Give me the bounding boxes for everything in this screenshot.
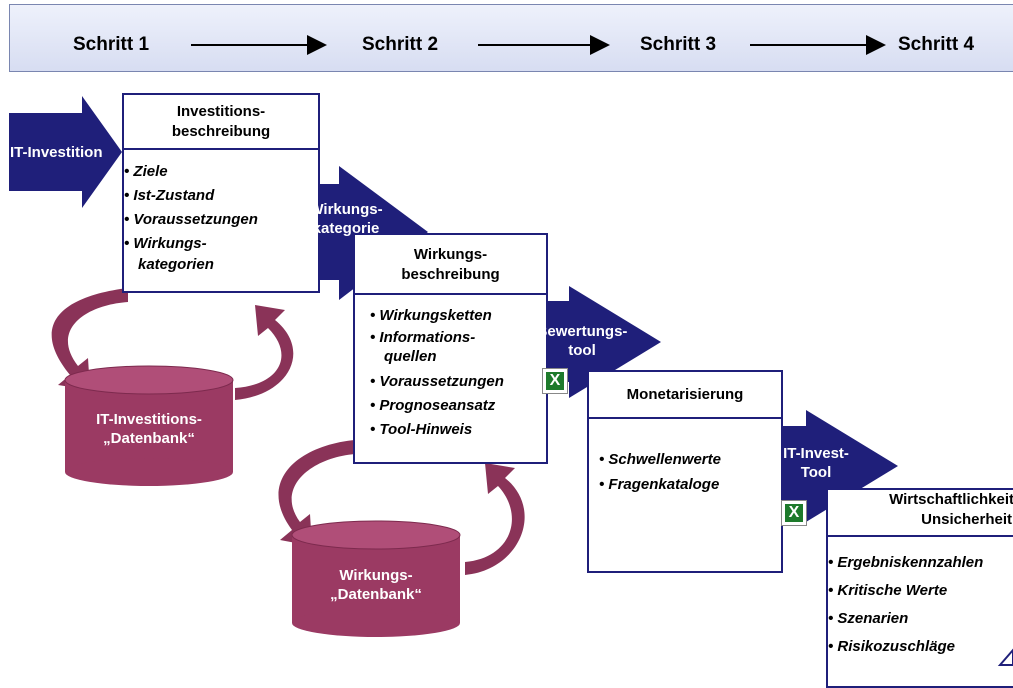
divider <box>828 535 1013 537</box>
excel-icon-background <box>785 504 803 522</box>
database-label-line: „Datenbank“ <box>103 430 195 447</box>
cycle-arrow-icon <box>465 463 525 575</box>
cycle-arrow-icon <box>51 288 128 390</box>
doc-title: beschreibung <box>401 266 500 283</box>
cycle-arrow-icon <box>278 440 355 546</box>
excel-icon[interactable]: X <box>781 500 807 526</box>
database-label-it-investitions: IT-Investitions- „Datenbank“ <box>65 410 233 448</box>
database-label-line: Wirkungs- <box>339 567 413 584</box>
bullet-item: kategorien <box>138 256 214 273</box>
bullet-item: • Wirkungsketten <box>370 307 492 324</box>
arrow-label-bewertungstool: Bewertungs- tool <box>527 322 637 360</box>
excel-icon-glyph: X <box>549 372 561 389</box>
doc-title: Unsicherheit <box>921 511 1012 528</box>
arrow-label-line: Wirkungs- <box>309 201 383 218</box>
doc-investitionsbeschreibung: Investitions- beschreibung • Ziele • Ist… <box>122 93 320 293</box>
doc-monetarisierung: Monetarisierung • Schwellenwerte • Frage… <box>587 370 783 573</box>
doc-title: Wirkungs- <box>413 246 488 263</box>
arrow-label-line: tool <box>568 342 596 359</box>
arrow-label-line: Tool <box>800 464 832 481</box>
doc-wirkungsbeschreibung: Wirkungs- beschreibung • Wirkungsketten … <box>353 233 548 464</box>
bullet-item: • Tool-Hinweis <box>370 421 473 438</box>
arrow-label-line: kategorie <box>312 220 380 237</box>
doc-title: Investitions- <box>176 103 266 120</box>
arrow-label-it-investition: IT-Investition <box>10 144 103 161</box>
step-bar <box>9 4 1013 72</box>
step-2-label: Schritt 2 <box>362 34 439 55</box>
database-label-line: IT-Investitions- <box>96 411 202 428</box>
arrow-label-it-invest-tool: IT-Invest- Tool <box>768 444 864 482</box>
arrow-right-icon <box>9 96 122 208</box>
cycle-arrow-icon <box>235 305 294 400</box>
arrow-label-wirkungskategorie: Wirkungs- kategorie <box>296 200 396 238</box>
bullet-item: quellen <box>384 348 437 365</box>
bullet-item: • Ergebniskennzahlen <box>828 554 984 571</box>
bullet-item: • Informations- <box>370 329 476 346</box>
document-fold-icon <box>997 648 1013 666</box>
database-label-wirkungs: Wirkungs- „Datenbank“ <box>292 566 460 604</box>
arrow-label-line: IT-Invest- <box>783 445 849 462</box>
bullet-item: • Fragenkataloge <box>599 476 720 493</box>
excel-icon[interactable]: X <box>542 368 568 394</box>
doc-wirtschaftlichkeit: Wirtschaftlichkeit Unsicherheit • Ergebn… <box>826 488 1013 688</box>
step-1-label: Schritt 1 <box>73 34 150 55</box>
doc4-fold-layer <box>997 648 1013 666</box>
step-3-label: Schritt 3 <box>640 34 717 55</box>
excel-icon-glyph: X <box>788 504 800 521</box>
diagram-graphics <box>9 35 898 637</box>
step-4-label: Schritt 4 <box>898 34 975 55</box>
doc-title: Monetarisierung <box>626 386 744 403</box>
bullet-item: • Wirkungs- <box>124 235 207 252</box>
bullet-item: • Kritische Werte <box>828 582 948 599</box>
doc-title: Wirtschaftlichkeit <box>889 491 1013 508</box>
bullet-item: • Prognoseansatz <box>370 397 496 414</box>
bullet-item: • Voraussetzungen <box>370 373 504 390</box>
doc-title: beschreibung <box>171 123 271 140</box>
database-label-line: „Datenbank“ <box>330 586 422 603</box>
divider <box>589 417 781 419</box>
database-cylinder-icon <box>64 365 234 486</box>
divider <box>355 293 546 295</box>
bullet-item: • Ziele <box>124 163 168 180</box>
divider <box>124 148 318 150</box>
excel-icon-background <box>546 372 564 390</box>
bullet-item: • Schwellenwerte <box>599 451 721 468</box>
bullet-item: • Risikozuschläge <box>828 638 955 655</box>
bullet-item: • Szenarien <box>828 610 909 627</box>
bullet-item: • Voraussetzungen <box>124 211 258 228</box>
bullet-item: • Ist-Zustand <box>124 187 215 204</box>
arrow-label-line: Bewertungs- <box>536 323 628 340</box>
database-cylinder-icon <box>291 520 461 637</box>
arrow-right-icon <box>766 410 898 522</box>
